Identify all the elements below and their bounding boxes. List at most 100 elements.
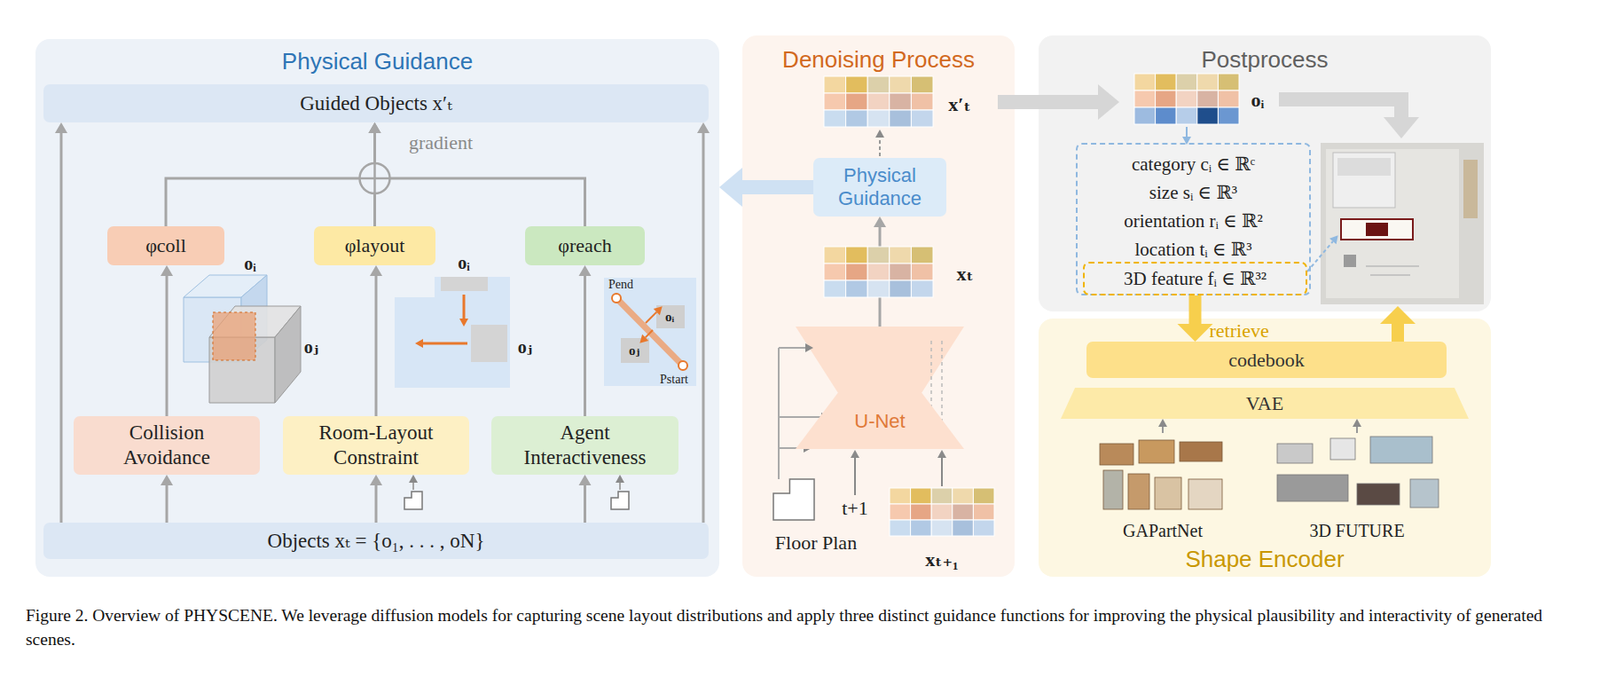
matrix-cell <box>910 487 933 504</box>
node-text: U-Net <box>854 409 905 433</box>
matrix-cell <box>846 93 869 110</box>
matrix-cell <box>1197 73 1219 91</box>
node-text: size sᵢ ∈ ℝ³ <box>1149 178 1238 207</box>
matrix-cell <box>846 280 869 298</box>
matrix-cell <box>823 109 847 127</box>
matrix-cell <box>1176 73 1198 91</box>
unet-encoder <box>795 326 965 393</box>
part-model <box>1154 477 1182 510</box>
matrix-cell <box>867 109 890 127</box>
figure-label: oⱼ <box>517 336 533 358</box>
matrix-cell <box>1197 107 1219 125</box>
connector <box>375 275 378 416</box>
node-text: Collision Avoidance <box>100 420 234 470</box>
matrix-cell <box>823 93 847 110</box>
guidance-step-box: Physical Guidance <box>813 157 947 217</box>
transfer-arrow <box>997 94 1099 110</box>
matrix-cell <box>823 280 847 298</box>
postprocess-panel: Postprocesscategory cᵢ ∈ ℝᶜsize sᵢ ∈ ℝ³o… <box>1038 35 1491 312</box>
matrix-cell <box>1134 107 1156 125</box>
matrix-cell <box>1176 107 1198 125</box>
matrix-cell <box>910 263 934 281</box>
matrix-cell <box>931 519 953 536</box>
matrix-cell <box>867 280 890 298</box>
panel-ground <box>35 39 720 577</box>
node-text: location tᵢ ∈ ℝ³ <box>1135 235 1253 264</box>
input-arrow <box>941 457 943 487</box>
codebook-bar: codebook <box>1086 341 1447 378</box>
matrix-cell <box>1197 90 1219 108</box>
matrix-cell <box>867 263 890 281</box>
connector <box>165 275 169 416</box>
guidance-panel: Physical GuidanceGuided Objects x′ₜφcoll… <box>35 39 720 577</box>
objects-bar: Objects xₜ = {o₁, . . . , oN} <box>43 522 709 559</box>
floor-plan-icon <box>611 491 629 510</box>
guidance-function: φlayout <box>313 226 436 266</box>
matrix-cell <box>952 487 974 504</box>
matrix-cell <box>889 519 911 536</box>
placement-arrow <box>1391 323 1404 342</box>
placement-arrow <box>1307 241 1334 272</box>
node-text: φcoll <box>145 234 187 258</box>
connector <box>742 180 814 195</box>
matrix-cell <box>1155 90 1177 108</box>
matrix-cell <box>867 246 890 264</box>
figure-label: oᵢ <box>457 252 471 274</box>
figure-label: oⱼ <box>628 342 640 359</box>
condition-arrow <box>778 415 822 418</box>
guidance-function: φcoll <box>107 226 225 266</box>
constraint-box: Room-Layout Constraint <box>282 415 470 475</box>
object-block <box>656 305 685 329</box>
node-text: category cᵢ ∈ ℝᶜ <box>1131 144 1255 179</box>
feature-box: 3D feature fᵢ ∈ ℝ³² <box>1082 261 1308 296</box>
panel-heading: Postprocess <box>1200 35 1328 74</box>
connector <box>702 133 706 523</box>
node-text: Agent Interactiveness <box>509 420 661 470</box>
matrix-cell <box>846 263 869 281</box>
figure-label: 3D FUTURE <box>1309 520 1404 542</box>
floor-plan-icon <box>773 478 815 520</box>
figure-label: oⱼ <box>304 336 319 358</box>
guided-output-arrow <box>878 137 881 157</box>
matrix-cell <box>823 76 847 94</box>
furniture-model <box>1330 438 1356 460</box>
node-text: Room-Layout Constraint <box>300 420 452 470</box>
object-block <box>620 337 650 363</box>
object-block <box>470 324 508 362</box>
edge-label: retrieve <box>1209 319 1270 343</box>
path-end <box>611 293 621 303</box>
plan-arrow <box>412 482 415 490</box>
matrix-cell <box>1217 107 1240 125</box>
bed <box>1333 152 1396 208</box>
vae-block: VAE <box>1060 387 1469 419</box>
matrix-cell <box>889 263 912 281</box>
scene-render <box>1320 142 1484 305</box>
reach-arrow <box>645 329 653 338</box>
matrix-cell <box>952 503 974 520</box>
node-text: 3D feature fᵢ ∈ ℝ³² <box>1123 267 1267 291</box>
highlighted-object <box>1365 222 1389 236</box>
panel-ground <box>1038 318 1491 577</box>
matrix-cell <box>889 93 912 110</box>
figure-label: x′ₜ <box>948 92 971 117</box>
furniture-model <box>1370 436 1433 463</box>
connector <box>375 133 586 227</box>
matrix-cell <box>1217 90 1240 108</box>
matrix-cell <box>910 519 933 536</box>
figure-label: xₜ <box>956 261 973 286</box>
matrix-cell <box>846 76 869 94</box>
select-arrow <box>1185 126 1188 137</box>
room-outline <box>394 276 510 388</box>
stool <box>1343 254 1357 267</box>
object-block <box>440 276 488 291</box>
matrix-cell <box>1134 90 1156 108</box>
matrix-cell <box>1217 73 1240 91</box>
matrix-cell <box>889 487 911 504</box>
matrix-cell <box>1155 107 1177 125</box>
matrix-cell <box>867 76 890 94</box>
furniture-model <box>1356 483 1400 505</box>
highlighted-object <box>1341 219 1413 240</box>
node-text: φlayout <box>345 234 406 258</box>
part-model <box>1103 470 1123 510</box>
matrix-cell <box>910 280 934 298</box>
